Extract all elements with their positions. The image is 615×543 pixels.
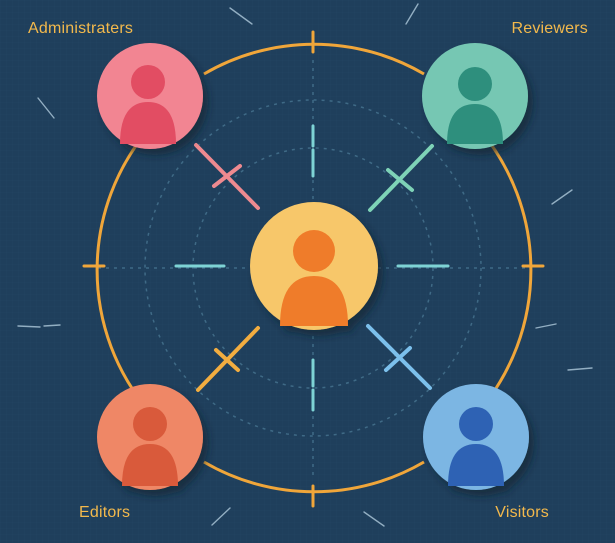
- person-icon: [120, 65, 176, 144]
- person-icon: [122, 407, 178, 486]
- connector-editors: [196, 326, 260, 392]
- administrators-label: Administraters: [28, 20, 134, 37]
- orbit-ticks: [82, 30, 545, 508]
- person-icon: [280, 230, 348, 326]
- center-spokes: [174, 124, 450, 412]
- connector-administrators: [194, 143, 260, 210]
- visitors-node: [423, 384, 529, 490]
- connector-reviewers: [368, 144, 434, 212]
- administrators-node: [97, 43, 203, 149]
- person-icon: [447, 67, 503, 144]
- decorative-sparks: [17, 3, 593, 527]
- reviewers-node: [422, 43, 528, 149]
- person-icon: [448, 407, 504, 486]
- central-user-node: [250, 202, 378, 330]
- visitors-label: Visitors: [495, 504, 549, 521]
- connector-visitors: [366, 324, 432, 390]
- editors-node: [97, 384, 203, 490]
- editors-label: Editors: [79, 504, 131, 521]
- reviewers-label: Reviewers: [511, 20, 588, 37]
